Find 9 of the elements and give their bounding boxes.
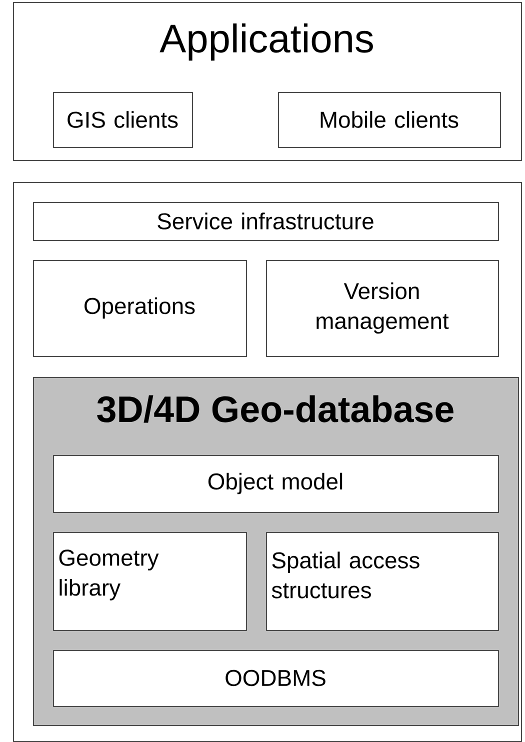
component-box: OODBMS bbox=[53, 650, 499, 707]
component-box: Version management bbox=[266, 260, 499, 357]
component-box: Operations bbox=[33, 260, 247, 357]
component-box: Mobile clients bbox=[278, 92, 501, 148]
component-box: Service infrastructure bbox=[33, 202, 499, 241]
component-box: GIS clients bbox=[53, 92, 193, 148]
component-box: Object model bbox=[53, 455, 499, 513]
component-box: Spatial access structures bbox=[266, 532, 499, 631]
component-box: Geometry library bbox=[53, 532, 247, 631]
